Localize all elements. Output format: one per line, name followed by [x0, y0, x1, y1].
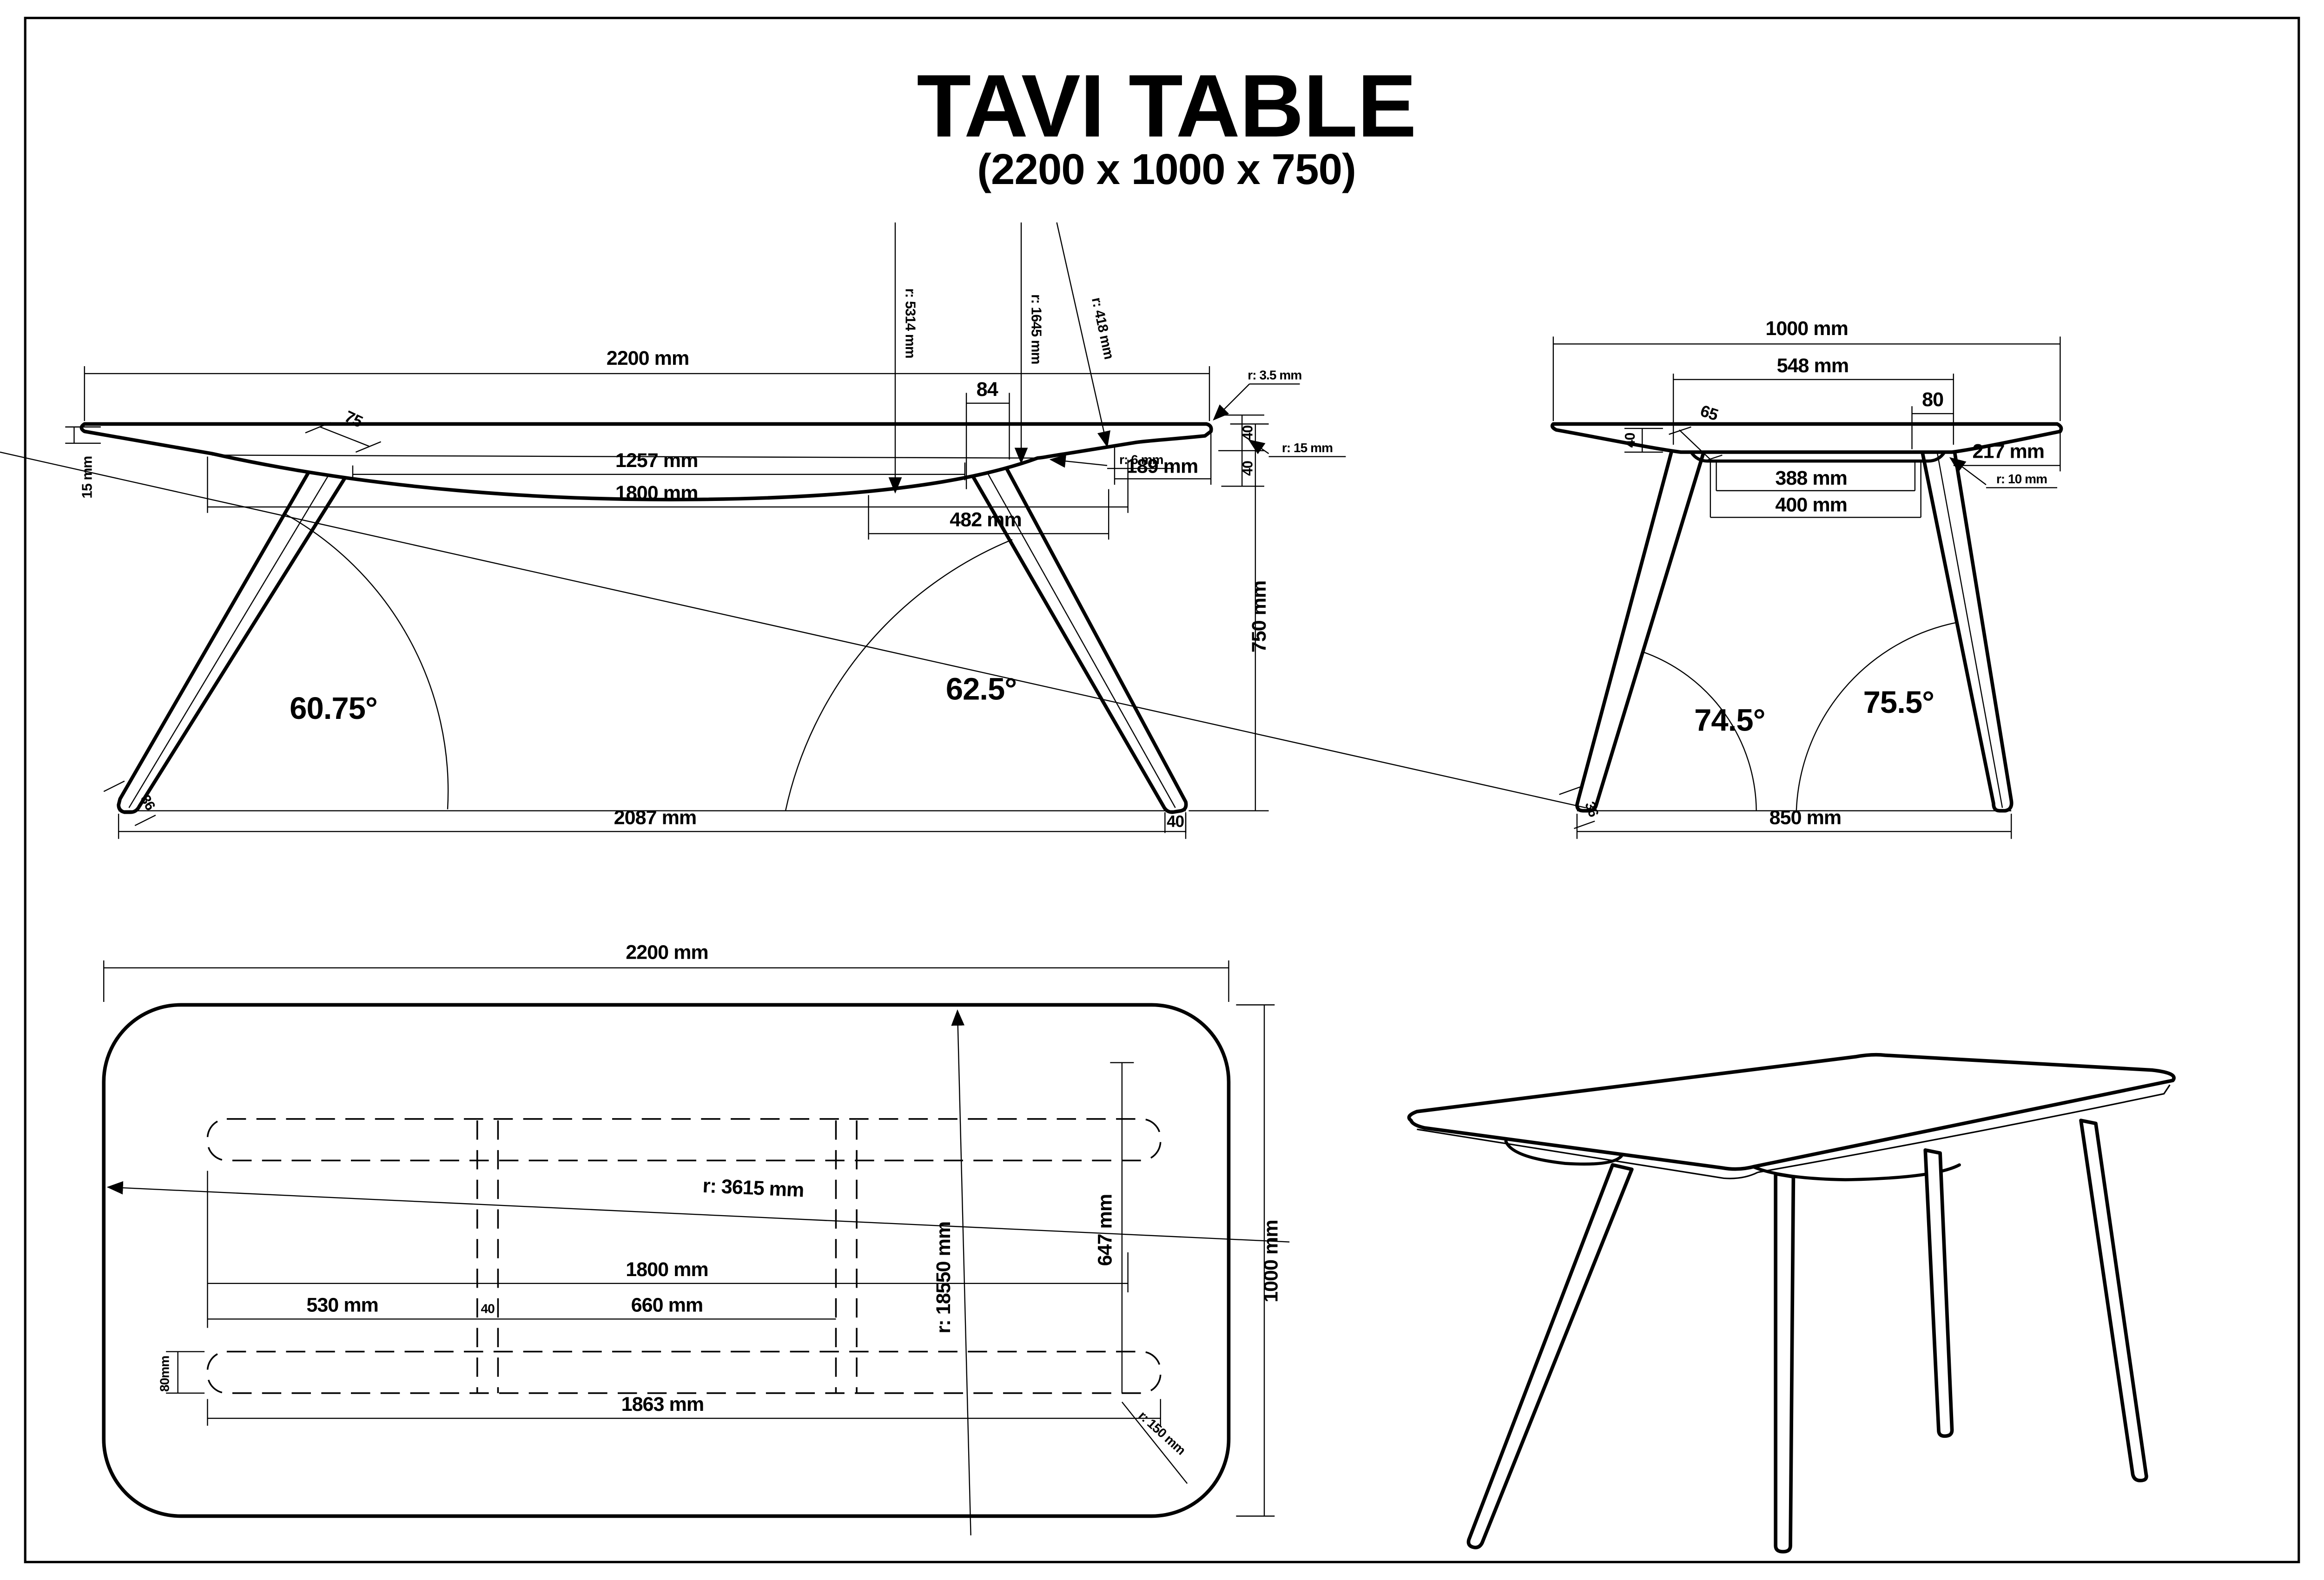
- top-rails-span-label: 1800 mm: [626, 1258, 708, 1281]
- front-edge-inset-label: 189 mm: [1126, 455, 1198, 478]
- top-rail-height-label: 80mm: [158, 1356, 172, 1392]
- front-width-label: 2200 mm: [607, 347, 689, 369]
- side-feet-span-label: 850 mm: [1769, 806, 1842, 829]
- top-stretcher-spacing-label: 660 mm: [631, 1294, 703, 1316]
- top-stretcher-offset-label: 530 mm: [306, 1294, 378, 1316]
- front-left-leg: [117, 461, 355, 814]
- front-radius-tip-leader: [1213, 383, 1250, 421]
- front-underside-line: [211, 454, 1038, 459]
- perspective-back-right-leg: [2079, 1119, 2148, 1482]
- top-stretcher-width-label: 40: [481, 1302, 495, 1316]
- front-radius-leg-leader: [1056, 222, 1111, 448]
- front-feet-span-label: 2087 mm: [614, 806, 697, 829]
- top-radius-short-leader: [106, 1181, 1290, 1243]
- front-radius-tip-label: r: 3.5 mm: [1248, 368, 1301, 382]
- front-left-angle-label: 60.75°: [290, 691, 377, 726]
- side-left-angle-arc: [1643, 652, 1757, 811]
- title-block: TAVI TABLE (2200 x 1000 x 750): [917, 56, 1416, 193]
- front-tabletop: [79, 422, 1213, 501]
- front-height-label: 750 mm: [1248, 581, 1270, 653]
- side-rail-outer-label: 400 mm: [1775, 494, 1847, 516]
- side-outer-span-label: 548 mm: [1777, 355, 1849, 377]
- front-radius-apron-end-label: r: 6 mm: [1119, 452, 1163, 467]
- front-right-angle-arc: [785, 539, 1013, 811]
- top-depth-label: 1000 mm: [1260, 1220, 1282, 1303]
- drawing-border: [24, 17, 2300, 1563]
- top-radius-short-label: r: 3615 mm: [702, 1175, 805, 1202]
- top-radius-long-label: r: 18550 mm: [932, 1222, 955, 1334]
- side-radius-apron-leader: [1949, 457, 1987, 486]
- perspective-front-left-leg: [1466, 1163, 1634, 1549]
- side-left-leg: [1575, 443, 1708, 813]
- perspective-back-mid-leg: [1923, 1148, 1954, 1438]
- side-leg-block-label: 80: [1922, 388, 1943, 411]
- side-left-angle-label: 74.5°: [1694, 703, 1765, 737]
- front-right-angle-label: 62.5°: [946, 672, 1017, 706]
- top-tabletop-outline: [102, 1003, 1231, 1518]
- side-right-leg-edge: [1936, 452, 2003, 808]
- top-rail-length-label: 1863 mm: [621, 1393, 704, 1415]
- front-thickness-lower-label: 40: [1241, 461, 1256, 476]
- front-left-angle-arc: [283, 512, 449, 810]
- front-inner-span-label: 1257 mm: [615, 449, 698, 472]
- top-radius-corner-leader: [1121, 1402, 1188, 1484]
- side-edge-thickness-label: 40: [1623, 433, 1638, 448]
- top-view: 2200 mm 1000 mm r: 3615 mm r: 18550 mm 1…: [102, 941, 1290, 1535]
- front-leg-gap-label: 84: [977, 378, 998, 401]
- front-radius-bottom-label: r: 5314 mm: [902, 288, 918, 358]
- page-title: TAVI TABLE: [917, 56, 1416, 156]
- side-leg-width-label: 65: [1698, 402, 1720, 424]
- front-radius-leg-label: r: 418 mm: [1089, 296, 1116, 360]
- front-radius-apron-end-leader: [1049, 454, 1108, 468]
- perspective-top-rim-right: [1757, 1084, 2171, 1173]
- side-right-angle-label: 75.5°: [1863, 685, 1934, 720]
- side-apron-bar: [1690, 450, 1947, 463]
- perspective-front-mid-leg: [1774, 1172, 1796, 1554]
- front-left-leg-edge-line: [128, 467, 334, 808]
- perspective-view: [1407, 1053, 2176, 1554]
- front-thickness-upper-label: 40: [1241, 426, 1256, 441]
- front-leg-offset-label: 482 mm: [950, 508, 1022, 531]
- front-radius-apron-label: r: 1645 mm: [1028, 294, 1043, 364]
- page-subtitle: (2200 x 1000 x 750): [977, 145, 1356, 193]
- perspective-apron-left: [1504, 1139, 1623, 1166]
- side-view: 1000 mm 548 mm 80 65 40 388 mm 400 mm 21…: [0, 317, 2063, 839]
- side-rail-inner-label: 388 mm: [1775, 467, 1847, 489]
- top-radius-long-leader: [951, 1009, 971, 1535]
- front-apron-length-label: 1800 mm: [615, 482, 698, 504]
- front-right-foot-label: 40: [1167, 813, 1184, 831]
- side-right-angle-arc: [1796, 622, 1957, 811]
- top-rail-front: [206, 1350, 1162, 1394]
- side-radius-apron-label: r: 10 mm: [1996, 472, 2047, 486]
- top-rail-to-edge-label: 647 mm: [1094, 1194, 1116, 1266]
- side-overhang-label: 217 mm: [1973, 441, 2045, 463]
- front-edge-thickness-label: 15 mm: [80, 456, 95, 499]
- front-view: 2200 mm r: 5314 mm r: 1645 mm r: 418 mm …: [65, 222, 1346, 839]
- perspective-top-rim-near: [1417, 1128, 1758, 1179]
- top-rail-back: [206, 1118, 1162, 1161]
- side-depth-label: 1000 mm: [1765, 317, 1848, 340]
- front-right-leg-edge-line: [984, 467, 1176, 808]
- front-radius-edge-label: r: 15 mm: [1282, 441, 1333, 455]
- perspective-tabletop: [1407, 1053, 2176, 1171]
- side-left-leg-edge: [0, 451, 1586, 809]
- top-width-label: 2200 mm: [626, 941, 708, 964]
- front-radius-edge-leader: [1248, 439, 1269, 454]
